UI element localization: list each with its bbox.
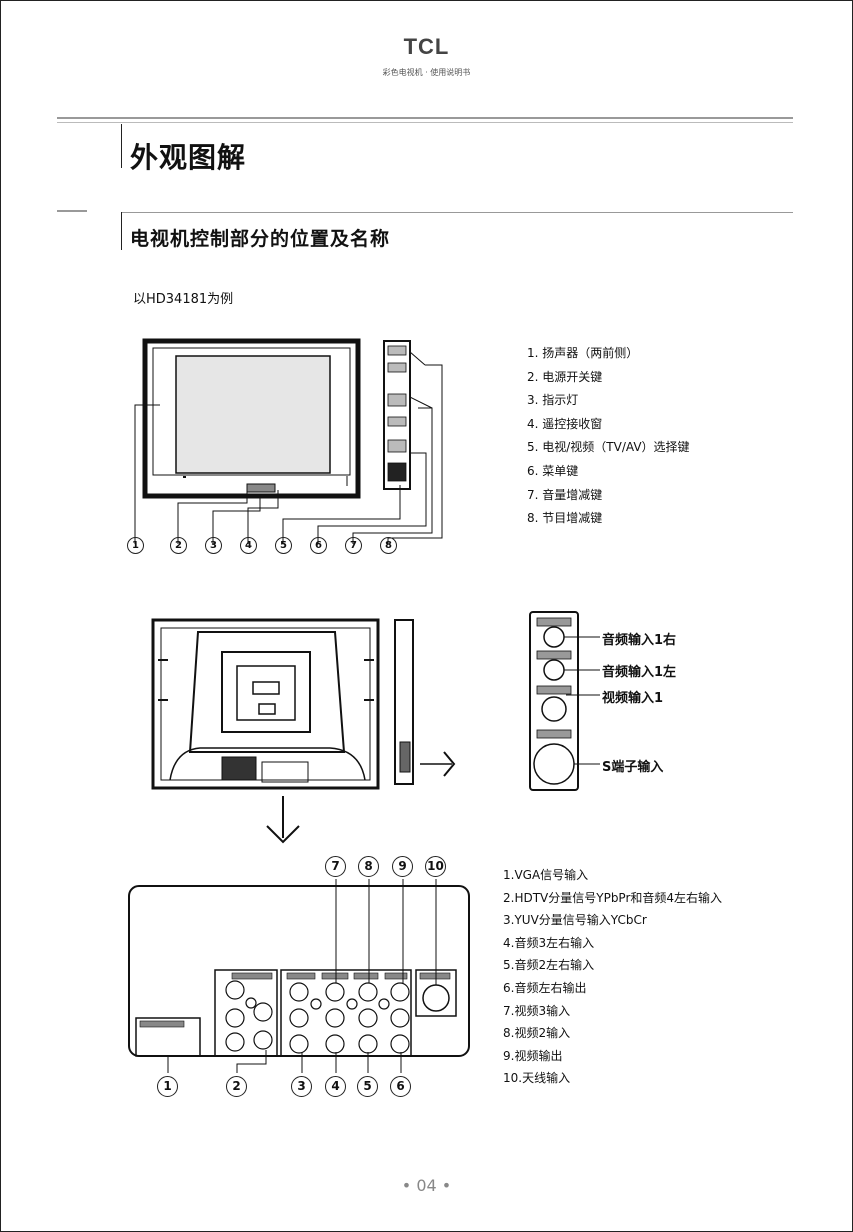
side-profile-drawing	[394, 619, 456, 785]
side-label-video-in-1: 视频输入1	[602, 691, 664, 706]
rear-callout-2: 2	[226, 1076, 247, 1097]
rear-label: 8.视频2输入	[503, 1026, 571, 1041]
front-callout-4: 4	[240, 537, 257, 554]
front-side-control-strip	[383, 340, 411, 490]
manual-subtitle: 彩色电视机 · 使用说明书	[382, 68, 471, 77]
front-control-labels: 1. 扬声器（两前侧） 2. 电源开关键 3. 指示灯 4. 遥控接收窗 5. …	[527, 342, 690, 531]
front-callout-8: 8	[380, 537, 397, 554]
rear-callout-7: 7	[325, 856, 346, 877]
front-label: 4. 遥控接收窗	[527, 416, 603, 431]
page-number: • 04 •	[401, 1176, 452, 1195]
rear-label: 2.HDTV分量信号YPbPr和音频4左右输入	[503, 890, 723, 905]
rear-port-labels: 1.VGA信号输入 2.HDTV分量信号YPbPr和音频4左右输入 3.YUV分…	[503, 864, 722, 1090]
rear-callout-5: 5	[357, 1076, 378, 1097]
front-label: 8. 节目增减键	[527, 511, 603, 526]
rear-callout-1: 1	[157, 1076, 178, 1097]
rear-callout-3: 3	[291, 1076, 312, 1097]
front-label: 3. 指示灯	[527, 393, 579, 408]
front-callout-7: 7	[345, 537, 362, 554]
front-callout-1: 1	[127, 537, 144, 554]
front-callout-3: 3	[205, 537, 222, 554]
title-rule-top	[57, 117, 793, 119]
front-label: 5. 电视/视频（TV/AV）选择键	[527, 440, 690, 455]
side-label-audio-in-1-left: 音频输入1左	[602, 665, 677, 680]
subsection-title-bar	[121, 212, 122, 250]
rear-callout-10: 10	[425, 856, 446, 877]
side-label-audio-in-1-right: 音频输入1右	[602, 633, 677, 648]
front-callout-6: 6	[310, 537, 327, 554]
front-callout-5: 5	[275, 537, 292, 554]
front-tv-drawing	[142, 338, 361, 499]
front-label: 7. 音量增减键	[527, 487, 603, 502]
rear-label: 1.VGA信号输入	[503, 868, 589, 882]
rear-label: 6.音频左右输出	[503, 980, 587, 995]
back-tv-drawing	[151, 618, 380, 790]
subsection-title: 电视机控制部分的位置及名称	[130, 228, 391, 250]
rear-callout-9: 9	[392, 856, 413, 877]
rear-callout-8: 8	[358, 856, 379, 877]
brand-logo: TCL	[403, 34, 450, 59]
rear-label: 3.YUV分量信号输入YCbCr	[503, 913, 647, 928]
rear-callout-4: 4	[325, 1076, 346, 1097]
section-title-bar	[121, 124, 122, 168]
down-arrow	[266, 796, 300, 844]
section-title: 外观图解	[130, 141, 247, 174]
rear-panel-drawing	[128, 885, 470, 1057]
rear-label: 4.音频3左右输入	[503, 935, 595, 950]
front-leader-lines	[134, 350, 443, 544]
rear-callout-6: 6	[390, 1076, 411, 1097]
rear-label: 10.天线输入	[503, 1071, 571, 1086]
front-label: 2. 电源开关键	[527, 369, 603, 384]
front-label: 1. 扬声器（两前侧）	[527, 346, 639, 360]
rear-label: 9.视频输出	[503, 1048, 563, 1063]
side-av-panel-drawing	[529, 611, 600, 791]
subsection-rule-left	[57, 210, 87, 212]
example-model-label: 以HD34181为例	[133, 292, 234, 307]
front-label: 6. 菜单键	[527, 463, 579, 478]
front-callout-2: 2	[170, 537, 187, 554]
rear-leader-lines	[167, 879, 437, 1073]
side-label-s-video-in: S端子输入	[602, 760, 664, 775]
rear-label: 5.音频2左右输入	[503, 958, 595, 973]
subsection-rule	[121, 212, 793, 213]
rear-label: 7.视频3输入	[503, 1003, 571, 1018]
title-rule-top-thin	[57, 122, 793, 123]
